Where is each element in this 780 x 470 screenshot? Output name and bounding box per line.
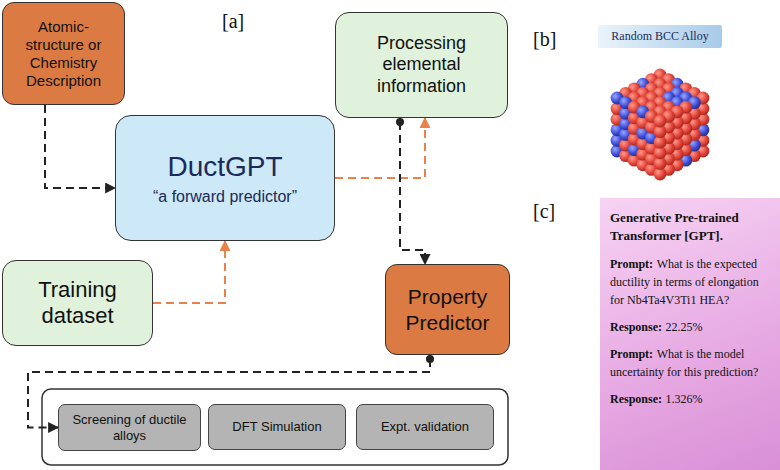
- node-text: Training dataset: [11, 277, 144, 330]
- process-group-frame: [42, 389, 508, 465]
- node-text: Screening of ductile alloys: [63, 412, 196, 443]
- node-text: DuctGPT: [153, 150, 297, 184]
- dashed-arrow: [400, 122, 425, 264]
- text-block: Generative Pre-trained Transformer [GPT]…: [610, 208, 772, 416]
- node-text: “a forward predictor”: [153, 187, 297, 206]
- paragraph: Response: 1.326%: [610, 389, 772, 407]
- model-box: DuctGPT “a forward predictor”: [115, 115, 335, 241]
- step-box: Expt. validation: [356, 404, 494, 450]
- text-block: Atomic-structure or Chemistry Descriptio…: [9, 18, 118, 90]
- panel-label: [c]: [533, 200, 555, 223]
- step-box: Screening of ductile alloys: [58, 404, 201, 451]
- gpt-panel: Generative Pre-trained Transformer [GPT]…: [600, 198, 780, 470]
- paragraph: Prompt:What is the expected ductility in…: [610, 254, 772, 308]
- data-box: Training dataset: [2, 260, 153, 346]
- dashed-arrow: [335, 118, 425, 178]
- text-block: DuctGPT “a forward predictor”: [153, 150, 297, 207]
- node-text: Random BCC Alloy: [611, 29, 708, 43]
- text-block: Processing elemental information: [344, 33, 499, 98]
- panel-label: [a]: [222, 10, 244, 33]
- input-box: Atomic-structure or Chemistry Descriptio…: [2, 2, 125, 105]
- bcc-alloy-cube: [611, 69, 710, 181]
- text-block: Screening of ductile alloys: [63, 412, 196, 443]
- title-tab: Random BCC Alloy: [598, 25, 722, 48]
- node-text: Property Predictor: [392, 284, 503, 334]
- node-text: 1.326%: [666, 392, 703, 406]
- paragraph: Prompt:What is the model uncertainty for…: [610, 344, 772, 380]
- text-block: Property Predictor: [392, 284, 503, 334]
- panel-label: [b]: [533, 28, 556, 51]
- node-text: Prompt:: [610, 257, 653, 271]
- node-text: Expt. validation: [381, 419, 469, 435]
- node-text: DFT Simulation: [232, 419, 321, 435]
- node-text: Response:: [610, 392, 662, 406]
- step-box: DFT Simulation: [208, 404, 346, 450]
- atom: [654, 115, 667, 128]
- paragraph: Response: 22.25%: [610, 317, 772, 335]
- text-block: Random BCC Alloy: [611, 29, 708, 43]
- predictor-box: Property Predictor: [385, 264, 510, 355]
- node-text: 22.25%: [666, 320, 703, 334]
- node-text: Generative Pre-trained Transformer [GPT]…: [610, 210, 739, 243]
- node-text: Prompt:: [610, 347, 653, 361]
- node-text: Processing elemental information: [344, 33, 499, 98]
- node-text: Response:: [610, 320, 662, 334]
- text-block: Expt. validation: [381, 419, 469, 435]
- node-text: Atomic-structure or Chemistry Descriptio…: [9, 18, 118, 90]
- dashed-arrow: [153, 241, 225, 303]
- text-block: Training dataset: [11, 277, 144, 330]
- paragraph: Generative Pre-trained Transformer [GPT]…: [610, 208, 772, 245]
- process-box: Processing elemental information: [335, 12, 508, 118]
- text-block: DFT Simulation: [232, 419, 321, 435]
- dashed-arrow: [45, 105, 115, 188]
